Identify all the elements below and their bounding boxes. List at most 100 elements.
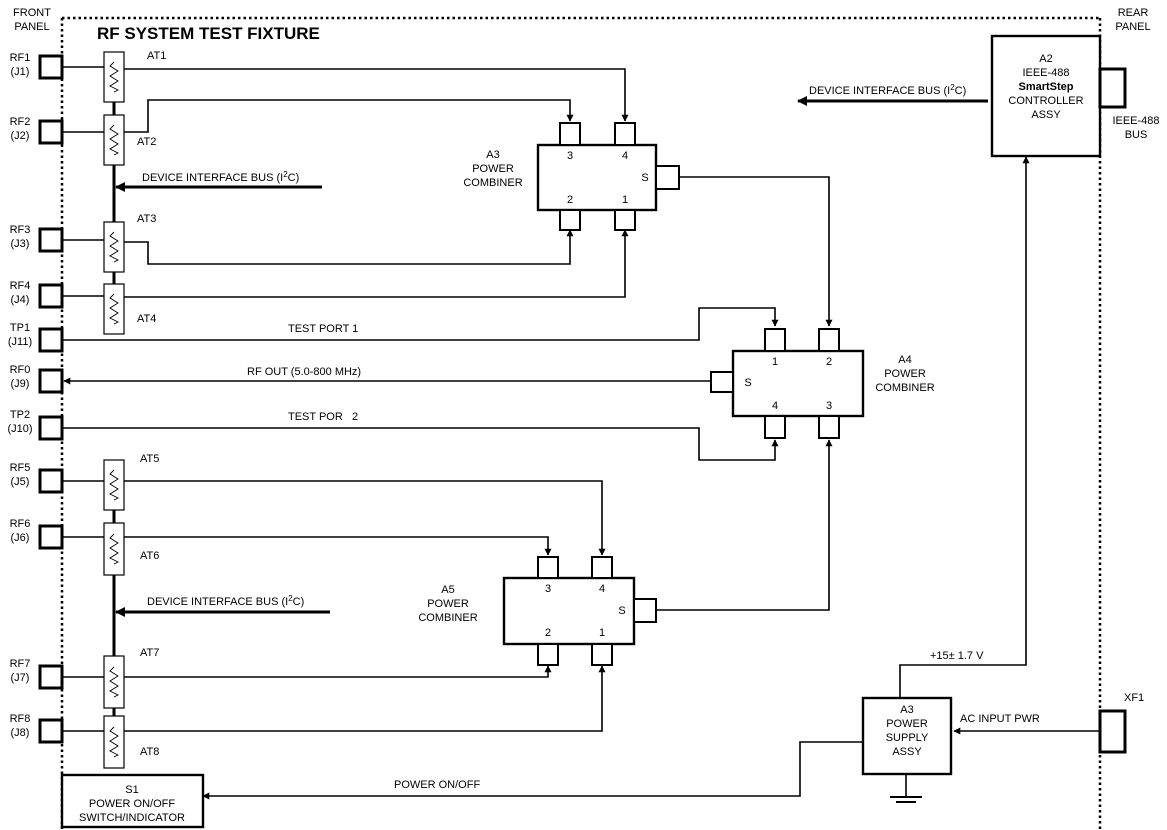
a5-combiner-label-2: POWER xyxy=(427,598,469,610)
a5-port-3-label: 3 xyxy=(545,583,551,595)
a5-combiner-label-3: COMBINER xyxy=(418,612,477,624)
a3-port-4-label: 4 xyxy=(622,150,628,162)
a3-combiner-label-1: A3 xyxy=(486,149,499,161)
connector-tp1-ref: (J11) xyxy=(8,336,32,348)
controller-label-3: SmartStep xyxy=(1018,81,1073,93)
connector-rf4-ref: (J4) xyxy=(11,294,30,306)
device-interface-bus-label-controller: DEVICE INTERFACE BUS (I2C) xyxy=(809,83,966,97)
a3-combiner-label-2: POWER xyxy=(472,163,514,175)
power-supply-label-4: ASSY xyxy=(892,746,922,758)
connector-rf6-ref: (J6) xyxy=(11,532,30,544)
connector-rf2-ref: (J2) xyxy=(11,130,30,142)
connector-rf2: RF2 (J2) xyxy=(10,116,64,145)
combiner-a5: 3 4 2 1 S A5 POWER COMBINER xyxy=(418,556,657,666)
connector-rf5-ref: (J5) xyxy=(11,476,30,488)
connector-rf2-name: RF2 xyxy=(10,116,31,128)
xf1-ac-inlet xyxy=(1098,709,1127,754)
a5-port-2-label: 2 xyxy=(545,627,551,639)
power-supply-label-1: A3 xyxy=(900,704,913,716)
power-supply-label-3: SUPPLY xyxy=(886,732,929,744)
a4-combiner-label-3: COMBINER xyxy=(875,382,934,394)
a4-combiner-label-1: A4 xyxy=(898,354,911,366)
front-panel-label-1: FRONT xyxy=(13,7,51,19)
front-panel-label-2: PANEL xyxy=(14,21,49,33)
controller-label-1: A2 xyxy=(1039,53,1052,65)
supply-voltage-label: +15± 1.7 V xyxy=(930,650,984,662)
attenuator-at5-label: AT5 xyxy=(140,453,159,465)
connector-rf3-name: RF3 xyxy=(10,224,31,236)
xf1-label: XF1 xyxy=(1124,692,1144,704)
a3-port-3-label: 3 xyxy=(567,150,573,162)
a3-port-1-label: 1 xyxy=(622,194,628,206)
a3-combiner-label-3: COMBINER xyxy=(463,177,522,189)
controller-a2: A2 IEEE-488 SmartStep CONTROLLER ASSY xyxy=(990,34,1102,158)
front-input-wires xyxy=(62,66,104,732)
connector-rf7: RF7 (J7) xyxy=(10,658,64,690)
attenuator-at1: AT1 xyxy=(103,50,166,103)
ieee-488-connector xyxy=(1098,67,1127,109)
a5-sum-label: S xyxy=(618,605,625,617)
connector-rf5: RF5 (J5) xyxy=(10,462,64,494)
power-on-off-label: POWER ON/OFF xyxy=(394,779,480,791)
connector-rf1: RF1 (J1) xyxy=(10,52,64,80)
switch-label-3: SWITCH/INDICATOR xyxy=(79,812,185,824)
rf-out-label: RF OUT (5.0-800 MHz) xyxy=(247,366,361,378)
a4-port-4-label: 4 xyxy=(772,400,778,412)
attenuator-at2-label: AT2 xyxy=(137,136,156,148)
switch-label-2: POWER ON/OFF xyxy=(89,798,175,810)
a5-port-4-label: 4 xyxy=(599,583,605,595)
connector-rf8: RF8 (J8) xyxy=(10,713,64,744)
connector-rf6: RF6 (J6) xyxy=(10,518,64,550)
a4-port-2-label: 2 xyxy=(826,356,832,368)
connector-tp2: TP2 (J10) xyxy=(7,409,64,441)
attenuator-at6: AT6 xyxy=(103,522,159,576)
attenuator-at8: AT8 xyxy=(103,715,159,769)
rear-panel-label-1: REAR xyxy=(1118,7,1149,19)
ieee-bus-label-1: IEEE-488 xyxy=(1112,115,1159,127)
attenuator-at3: AT3 xyxy=(103,213,156,273)
connector-tp1: TP1 (J11) xyxy=(8,322,64,353)
device-interface-bus-label-lower: DEVICE INTERFACE BUS (I2C) xyxy=(147,594,304,608)
connector-rf7-name: RF7 xyxy=(10,658,31,670)
connector-rf7-ref: (J7) xyxy=(11,672,30,684)
combiner-a4: 1 2 4 3 S A4 POWER COMBINER xyxy=(710,328,935,439)
a4-port-3-label: 3 xyxy=(826,400,832,412)
controller-label-2: IEEE-488 xyxy=(1022,67,1069,79)
rear-panel-label-2: PANEL xyxy=(1115,21,1150,33)
connector-rf1-ref: (J1) xyxy=(11,66,30,78)
a4-sum-label: S xyxy=(744,377,751,389)
a4-combiner-label-2: POWER xyxy=(884,368,926,380)
a5-port-1-label: 1 xyxy=(599,627,605,639)
power-supply-a3: A3 POWER SUPPLY ASSY xyxy=(861,696,953,776)
attenuator-at4-label: AT4 xyxy=(137,313,156,325)
a4-port-1-label: 1 xyxy=(772,356,778,368)
connector-tp2-name: TP2 xyxy=(10,409,30,421)
test-port-2-label: TEST POR 2 xyxy=(288,411,358,423)
connector-rf3: RF3 (J3) xyxy=(10,224,64,253)
attenuator-at7-label: AT7 xyxy=(140,647,159,659)
power-supply-label-2: POWER xyxy=(886,718,928,730)
diagram-title: RF SYSTEM TEST FIXTURE xyxy=(97,24,320,43)
connector-rf0: RF0 (J9) xyxy=(10,364,64,394)
combiner-a3: 3 4 2 1 S A3 POWER COMBINER xyxy=(463,122,680,231)
connector-tp2-ref: (J10) xyxy=(7,423,32,435)
ieee-bus-label-2: BUS xyxy=(1125,129,1148,141)
test-port-1-label: TEST PORT 1 xyxy=(288,323,358,335)
attenuator-at1-label: AT1 xyxy=(147,50,166,62)
signal-wires xyxy=(62,68,1100,803)
attenuator-at6-label: AT6 xyxy=(140,550,159,562)
ac-input-label: AC INPUT PWR xyxy=(960,713,1040,725)
attenuator-at8-label: AT8 xyxy=(140,746,159,758)
connector-rf8-ref: (J8) xyxy=(11,727,30,739)
controller-label-4: CONTROLLER xyxy=(1008,95,1083,107)
attenuator-at4: AT4 xyxy=(103,283,156,335)
a5-combiner-label-1: A5 xyxy=(441,584,454,596)
a3-sum-label: S xyxy=(641,172,648,184)
connector-rf5-name: RF5 xyxy=(10,462,31,474)
connector-rf4-name: RF4 xyxy=(10,280,31,292)
switch-label-1: S1 xyxy=(125,784,138,796)
attenuator-at5: AT5 xyxy=(103,453,159,511)
attenuator-at2: AT2 xyxy=(103,114,156,166)
attenuator-at7: AT7 xyxy=(103,647,159,709)
